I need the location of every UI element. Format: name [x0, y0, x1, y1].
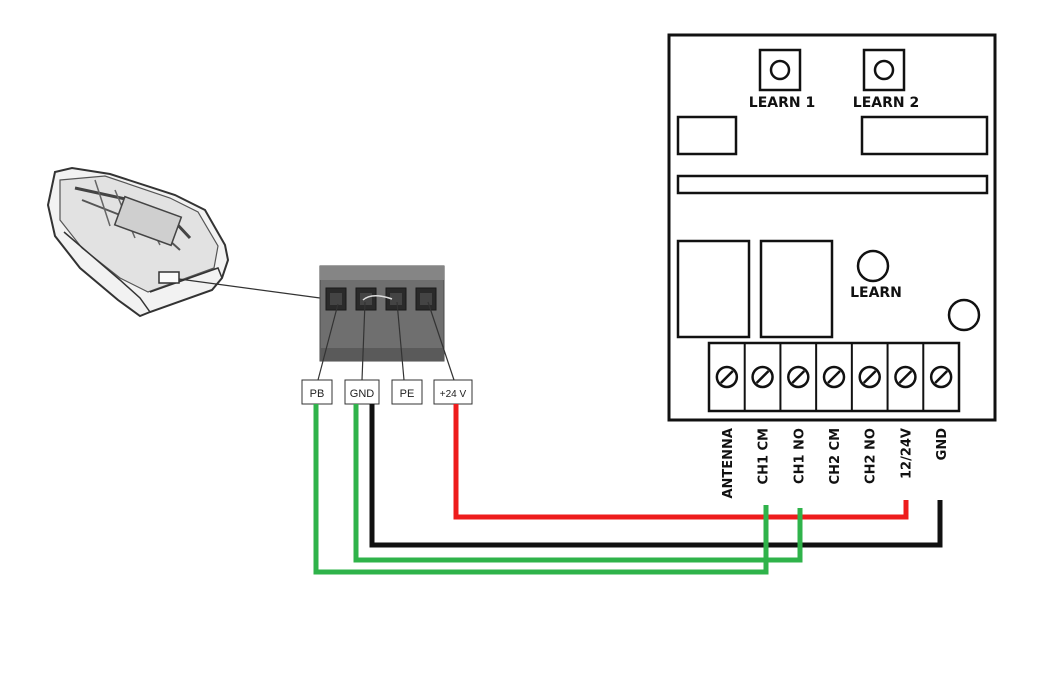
connector-labels: PB GND PE +24 V — [301, 379, 473, 405]
led-indicator — [947, 298, 981, 332]
connector-leads — [317, 301, 455, 381]
wires — [313, 404, 943, 575]
terminal-screw-slot — [862, 370, 877, 384]
motor-socket — [158, 271, 180, 284]
terminal-screw-slot — [934, 370, 949, 384]
learn2-label: LEARN 2 — [853, 95, 919, 111]
label-24v: +24 V — [440, 389, 467, 400]
label-box-gnd — [344, 379, 380, 405]
component-strip — [676, 174, 989, 195]
terminal-screw-slot — [791, 370, 806, 384]
terminal-labels: ANTENNA CH1 CM CH1 NO CH2 CM CH2 NO 12/24V GND — [721, 428, 950, 499]
label-gnd: GND — [350, 388, 375, 400]
motor-unit — [46, 166, 230, 318]
terminal-label-ch2-cm: CH2 CM — [828, 428, 843, 484]
receiver-board: LEARN 1 LEARN 2 LEARN — [667, 33, 997, 422]
motor-cable — [178, 278, 321, 299]
label-pe: PE — [400, 388, 415, 400]
label-pb: PB — [310, 388, 325, 400]
wire-power — [453, 404, 909, 520]
terminal-strip — [707, 341, 961, 413]
learn-button[interactable] — [856, 249, 890, 283]
terminal-screw-slot — [898, 370, 913, 384]
relay-2 — [759, 239, 834, 339]
terminal-label-12-24v: 12/24V — [899, 428, 914, 479]
relay-1 — [676, 239, 751, 339]
terminal-connector — [319, 265, 445, 362]
terminal-screw-slot — [719, 370, 734, 384]
component-left-small — [676, 115, 738, 156]
learn1-button-knob — [769, 59, 791, 81]
terminal-label-antenna: ANTENNA — [721, 428, 736, 499]
label-box-24v — [433, 379, 473, 405]
label-box-pe — [391, 379, 423, 405]
component-right-wide — [860, 115, 989, 156]
learn2-button-knob — [873, 59, 895, 81]
learn1-label: LEARN 1 — [749, 95, 815, 111]
wire-signal-pb — [313, 404, 769, 575]
terminal-label-ch1-cm: CH1 CM — [757, 428, 772, 484]
terminal-label-gnd: GND — [935, 428, 950, 461]
wire-signal-gnd — [353, 404, 803, 563]
terminal-label-ch2-no: CH2 NO — [864, 428, 879, 484]
terminal-screw-slot — [827, 370, 841, 384]
label-box-pb — [301, 379, 333, 405]
learn-label: LEARN — [850, 285, 902, 301]
terminal-label-ch1-no: CH1 NO — [792, 428, 807, 484]
wire-ground — [369, 404, 943, 548]
terminal-screw-slot — [755, 370, 770, 384]
